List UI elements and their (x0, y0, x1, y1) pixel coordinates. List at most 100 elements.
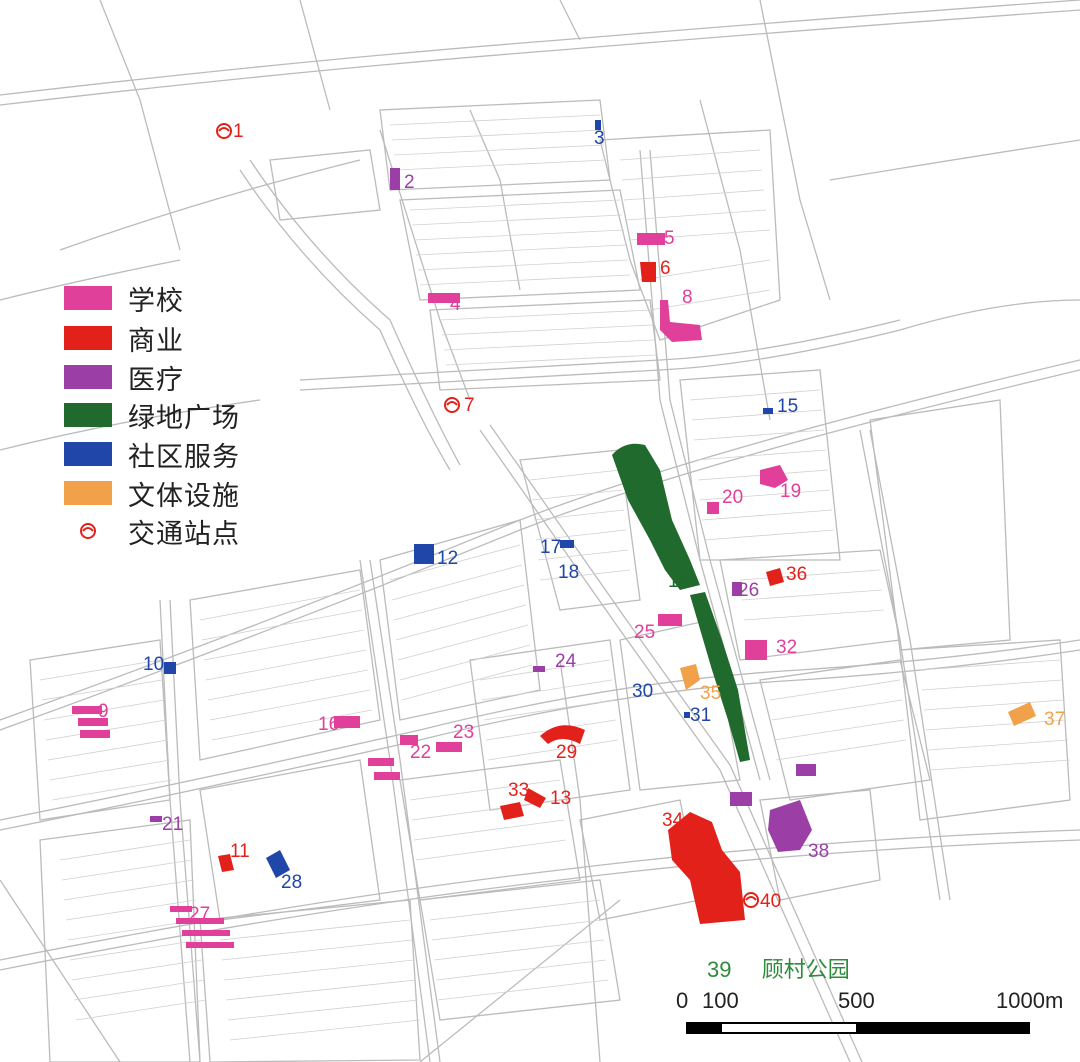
facility-shape-23b (436, 742, 462, 752)
commercial-facilities (218, 262, 784, 924)
facility-shape-33 (500, 802, 524, 820)
facility-shape-26 (732, 582, 742, 596)
facility-shape-8 (660, 300, 702, 342)
marker-34: 34 (662, 810, 684, 831)
scale-tick-100: 100 (702, 988, 739, 1013)
facility-shape-22a (368, 758, 394, 766)
park-name: 顾村公园 (761, 957, 850, 982)
facility-shape-29 (540, 725, 585, 744)
marker-9: 9 (98, 701, 109, 722)
marker-5: 5 (664, 228, 675, 249)
legend-label-culture: 文体设施 (128, 480, 240, 511)
legend-label-green: 绿地广场 (128, 402, 240, 433)
marker-32: 32 (776, 637, 797, 658)
facility-shape-27a (170, 906, 192, 912)
facility-shape-37 (1008, 702, 1036, 726)
legend-item-transit: 交通站点 (64, 515, 240, 549)
facility-shape-27c (182, 930, 230, 936)
marker-22: 22 (410, 742, 431, 763)
legend-label-school: 学校 (128, 285, 184, 316)
facility-shape-5 (637, 233, 665, 245)
legend-swatch-medical (64, 365, 112, 389)
scale-segment-0-100 (688, 1024, 722, 1032)
facility-shape-23a (400, 735, 418, 745)
marker-21: 21 (162, 814, 183, 835)
culture-facilities (680, 664, 1036, 726)
building-fabric (39, 114, 1071, 1041)
facility-shape-31 (684, 712, 690, 718)
marker-3: 3 (594, 128, 605, 149)
medical-facilities (150, 168, 816, 852)
facility-shape-16 (334, 716, 360, 728)
facility-shape-10 (164, 662, 176, 674)
marker-8: 8 (682, 287, 693, 308)
scale-tick-0: 0 (676, 988, 689, 1013)
legend-item-medical: 医疗 (64, 361, 184, 395)
legend-swatch-community (64, 442, 112, 466)
facility-shape-9c (80, 730, 110, 738)
legend-swatch-school (64, 286, 112, 310)
marker-10: 10 (143, 654, 164, 675)
facility-shape-11 (218, 854, 234, 872)
facility-shape-25 (658, 614, 682, 626)
marker-15: 15 (777, 396, 798, 417)
marker-40: 40 (760, 891, 781, 912)
green-belt-14 (690, 592, 750, 762)
marker-17: 17 (540, 537, 561, 558)
facility-shape-36 (766, 568, 784, 586)
metro-station-icon-7 (444, 397, 460, 413)
marker-26: 26 (738, 580, 759, 601)
legend-item-culture: 文体设施 (64, 477, 240, 511)
facility-shape-38c (796, 764, 816, 776)
marker-12: 12 (437, 548, 458, 569)
facility-shape-28 (266, 850, 290, 878)
legend-item-school: 学校 (64, 282, 184, 316)
legend-label-transit: 交通站点 (128, 518, 240, 549)
scale-bar: 0 100 500 1000m (670, 988, 1063, 1048)
marker-11: 11 (230, 841, 250, 862)
facility-shape-9a (72, 706, 102, 714)
marker-29: 29 (556, 742, 577, 763)
legend-label-community: 社区服务 (128, 441, 240, 472)
marker-35: 35 (700, 683, 721, 704)
legend-item-green: 绿地广场 (64, 399, 240, 433)
metro-station-icon (64, 519, 112, 543)
park-label: 39 顾村公园 (707, 952, 850, 984)
park-number: 39 (707, 957, 732, 982)
community-facilities (164, 120, 773, 878)
facility-shape-3 (595, 120, 601, 130)
facility-shape-2 (390, 168, 400, 190)
marker-24: 24 (555, 651, 577, 672)
marker-labels: 1 2 3 4 5 6 7 8 9 10 11 12 13 14 15 16 1… (98, 121, 1065, 925)
marker-33: 33 (508, 780, 529, 801)
marker-31: 31 (690, 705, 711, 726)
facility-shape-24 (533, 666, 545, 672)
marker-38: 38 (808, 841, 829, 862)
metro-station-icon-1 (216, 123, 232, 139)
marker-1: 1 (233, 121, 244, 142)
marker-7: 7 (464, 395, 475, 416)
legend-label-medical: 医疗 (128, 364, 184, 395)
marker-13: 13 (550, 788, 571, 809)
marker-14: 14 (668, 571, 690, 592)
facility-shape-9b (78, 718, 108, 726)
green-plaza-14 (612, 443, 700, 590)
facility-shape-21 (150, 816, 162, 822)
metro-stations (216, 123, 759, 908)
marker-4: 4 (450, 294, 461, 315)
marker-16: 16 (318, 714, 339, 735)
facility-shape-4 (428, 293, 460, 303)
marker-30: 30 (632, 681, 653, 702)
facility-shape-20 (707, 502, 719, 514)
facility-shape-35 (680, 664, 700, 690)
legend-swatch-culture (64, 481, 112, 505)
marker-18: 18 (558, 562, 579, 583)
metro-station-icon-40 (743, 892, 759, 908)
marker-6: 6 (660, 258, 671, 279)
facility-shape-32 (745, 640, 767, 660)
facility-shape-17 (560, 540, 574, 548)
green-areas (612, 443, 750, 762)
legend-item-community: 社区服务 (64, 438, 240, 472)
facility-shape-38b (730, 792, 752, 806)
